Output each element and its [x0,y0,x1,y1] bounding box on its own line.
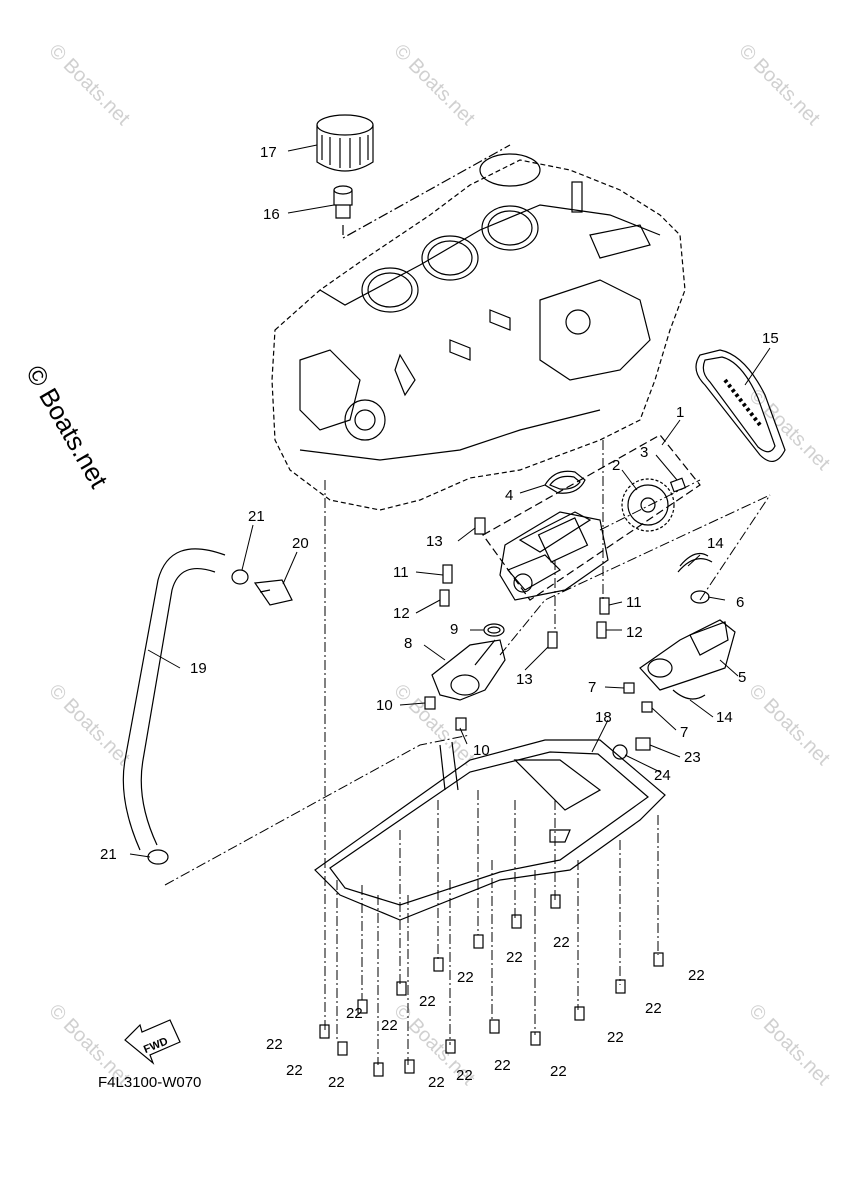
crankcase [271,153,686,511]
callout-22-c22g: 22 [419,993,436,1010]
callout-22-c22l: 22 [550,1063,567,1080]
oil-pan [314,739,666,921]
callout-22-c22f: 22 [428,1074,445,1091]
callout-17-c17: 17 [260,144,277,161]
callout-13-c13a: 13 [426,533,443,550]
callout-3-c3: 3 [640,444,648,461]
callout-21-c21a: 21 [248,508,265,525]
callout-7-c7b: 7 [680,724,688,741]
fwd-arrow [124,1019,181,1065]
callout-1-c1: 1 [676,404,684,421]
callout-16-c16: 16 [263,206,280,223]
callout-24-c24: 24 [654,767,671,784]
callout-22-c22c: 22 [346,1005,363,1022]
bolts-22 [319,894,664,1077]
callout-10-c10a: 10 [376,697,393,714]
chain [695,349,786,462]
callout-22-c22k: 22 [494,1057,511,1074]
callout-14-c14b: 14 [716,709,733,726]
callout-14-c14a: 14 [707,535,724,552]
callout-22-c22h: 22 [457,969,474,986]
callout-10-c10b: 10 [473,742,490,759]
sprocket [621,478,675,532]
callout-12-c12b: 12 [626,624,643,641]
callout-22-c22j: 22 [506,949,523,966]
callout-22-c22o: 22 [645,1000,662,1017]
callout-9-c9: 9 [450,621,458,638]
callout-15-c15: 15 [762,330,779,347]
callout-22-c22i: 22 [456,1067,473,1084]
callout-12-c12a: 12 [393,605,410,622]
oil-filter [316,114,374,172]
callout-11-c11b: 11 [626,594,642,611]
callout-8-c8: 8 [404,635,412,652]
callout-22-c22p: 22 [688,967,705,984]
callout-5-c5: 5 [738,669,746,686]
callout-19-c19: 19 [190,660,207,677]
callout-4-c4: 4 [505,487,513,504]
callout-22-c22m: 22 [553,934,570,951]
hose [122,548,226,851]
callout-21-c21b: 21 [100,846,117,863]
callout-11-c11a: 11 [393,564,409,581]
callout-2-c2: 2 [612,457,620,474]
oil-pump [499,511,609,601]
union-bolt [333,185,353,219]
callout-22-c22b: 22 [286,1062,303,1079]
callout-23-c23: 23 [684,749,701,766]
callout-22-c22d: 22 [328,1074,345,1091]
callout-22-c22n: 22 [607,1029,624,1046]
callout-7-c7a: 7 [588,679,596,696]
strainer-5 [639,619,736,691]
strainer-8 [431,639,506,701]
callout-22-c22e: 22 [381,1017,398,1034]
callout-13-c13b: 13 [516,671,533,688]
callout-20-c20: 20 [292,535,309,552]
callout-18-c18: 18 [595,709,612,726]
callout-22-c22a: 22 [266,1036,283,1053]
callout-6-c6: 6 [736,594,744,611]
diagram-code: F4L3100-W070 [98,1074,202,1091]
